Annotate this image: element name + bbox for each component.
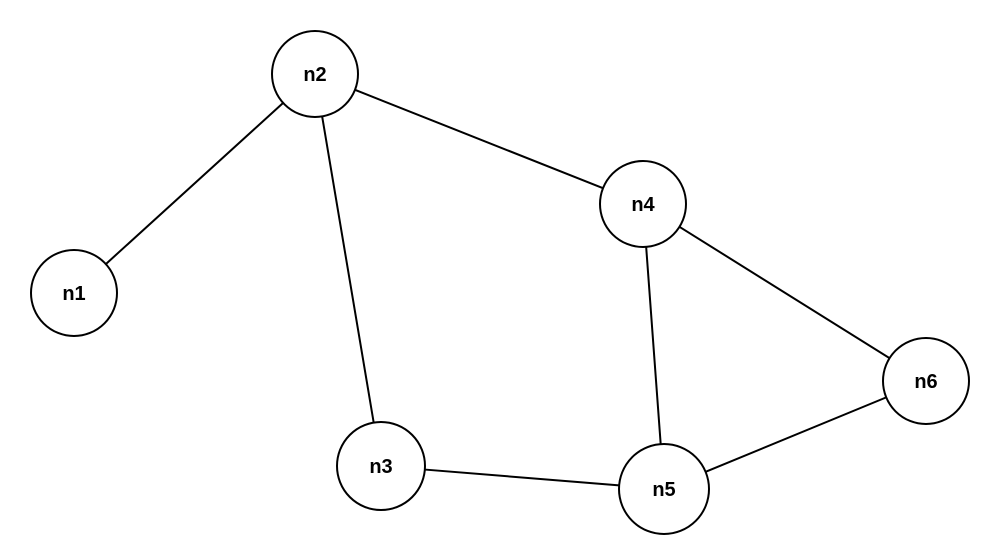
- graph-node-n5[interactable]: n5: [618, 443, 710, 535]
- edge-layer: [104, 88, 891, 487]
- graph-node-label-n3: n3: [369, 456, 392, 478]
- graph-edge-n1-n2: [104, 101, 285, 266]
- graph-node-n2[interactable]: n2: [271, 30, 359, 118]
- graph-node-circle-n3[interactable]: [336, 421, 426, 511]
- graph-edge-n2-n4: [353, 88, 605, 190]
- node-layer: n1 n2 n3 n4 n5 n6: [30, 30, 970, 535]
- graph-node-label-n4: n4: [631, 194, 655, 216]
- graph-node-n4[interactable]: n4: [599, 160, 687, 248]
- graph-edge-n4-n6: [678, 225, 891, 360]
- graph-edge-n5-n6: [704, 396, 888, 473]
- graph-node-circle-n5[interactable]: [618, 443, 710, 535]
- graph-node-circle-n1[interactable]: [30, 249, 118, 337]
- graph-node-label-n2: n2: [303, 64, 326, 86]
- graph-node-circle-n6[interactable]: [882, 337, 970, 425]
- graph-node-n6[interactable]: n6: [882, 337, 970, 425]
- graph-node-label-n6: n6: [914, 371, 937, 393]
- graph-node-label-n5: n5: [652, 479, 675, 501]
- graph-edge-n2-n3: [321, 115, 375, 424]
- graph-node-circle-n4[interactable]: [599, 160, 687, 248]
- graph-edge-n4-n5: [645, 245, 662, 446]
- graph-node-n3[interactable]: n3: [336, 421, 426, 511]
- graph-edge-n3-n5: [423, 468, 621, 487]
- graph-node-circle-n2[interactable]: [271, 30, 359, 118]
- graph-node-n1[interactable]: n1: [30, 249, 118, 337]
- graph-node-label-n1: n1: [62, 283, 85, 305]
